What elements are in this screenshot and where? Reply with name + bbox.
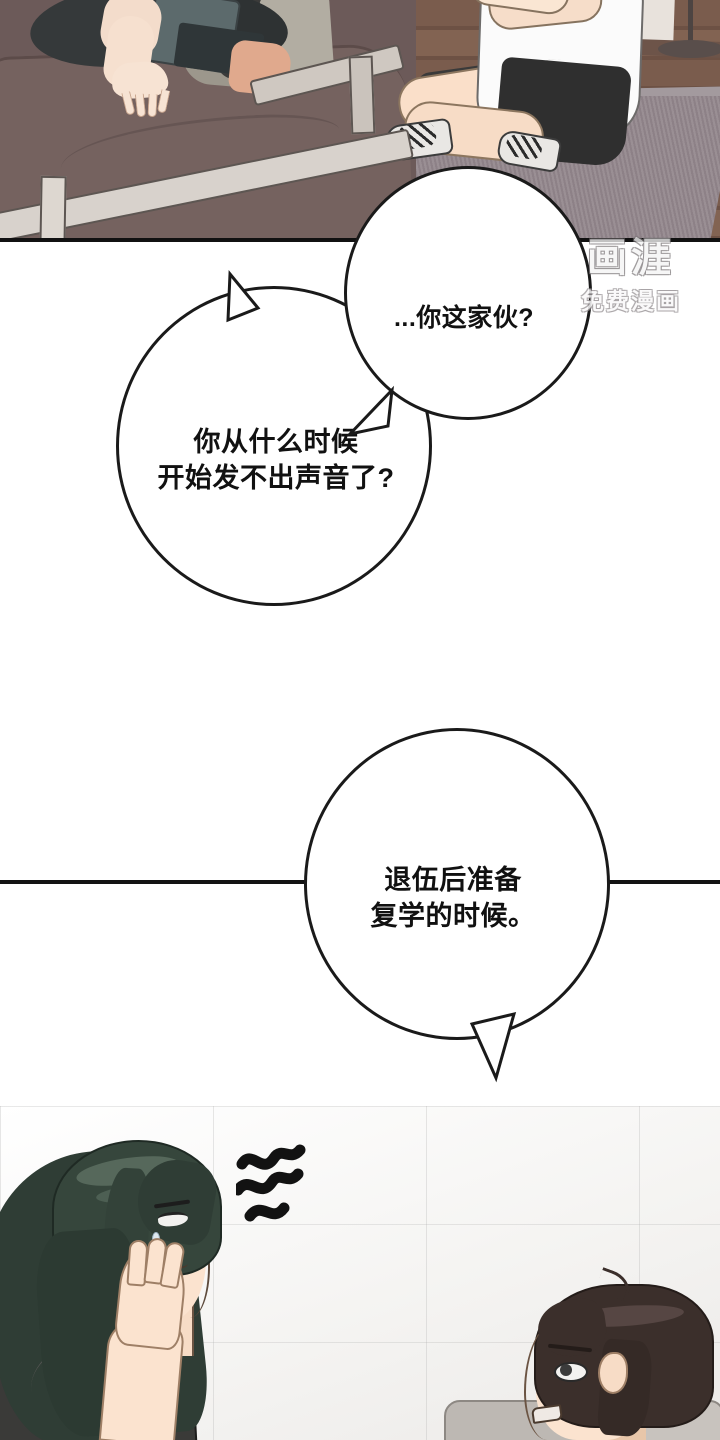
speech-bubble-3: 退伍后准备 复学的时候。 bbox=[304, 728, 610, 1040]
hand-finger bbox=[147, 93, 158, 118]
brown-char-ear bbox=[598, 1352, 628, 1394]
lamp-cord bbox=[700, 0, 720, 16]
bubble-1-tail bbox=[345, 385, 394, 437]
bubble-2-tail bbox=[226, 270, 261, 323]
speech-bubble-1: ...你这家伙? bbox=[344, 166, 592, 420]
speech-bubble-3-text: 退伍后准备 复学的时候。 bbox=[370, 864, 536, 931]
watermark: 画涯 免费漫画 bbox=[566, 238, 696, 316]
panel-top-livingroom bbox=[0, 0, 720, 242]
brown-char-face-outline bbox=[524, 1320, 582, 1440]
table-leg-right bbox=[348, 55, 376, 135]
squiggle-emote-icon bbox=[236, 1144, 306, 1222]
lamp-pole bbox=[688, 0, 693, 44]
watermark-logo: 画涯 bbox=[587, 235, 675, 281]
watermark-subtitle: 免费漫画 bbox=[581, 289, 681, 315]
lamp-base bbox=[658, 40, 720, 58]
brown-char-pupil bbox=[560, 1364, 572, 1376]
speech-bubble-2-text: 你从什么时候 开始发不出声音了? bbox=[157, 426, 395, 493]
speech-bubble-1-text: ...你这家伙? bbox=[393, 304, 535, 333]
bubble-3-tail bbox=[469, 1011, 517, 1083]
table-leg-left bbox=[39, 175, 67, 238]
